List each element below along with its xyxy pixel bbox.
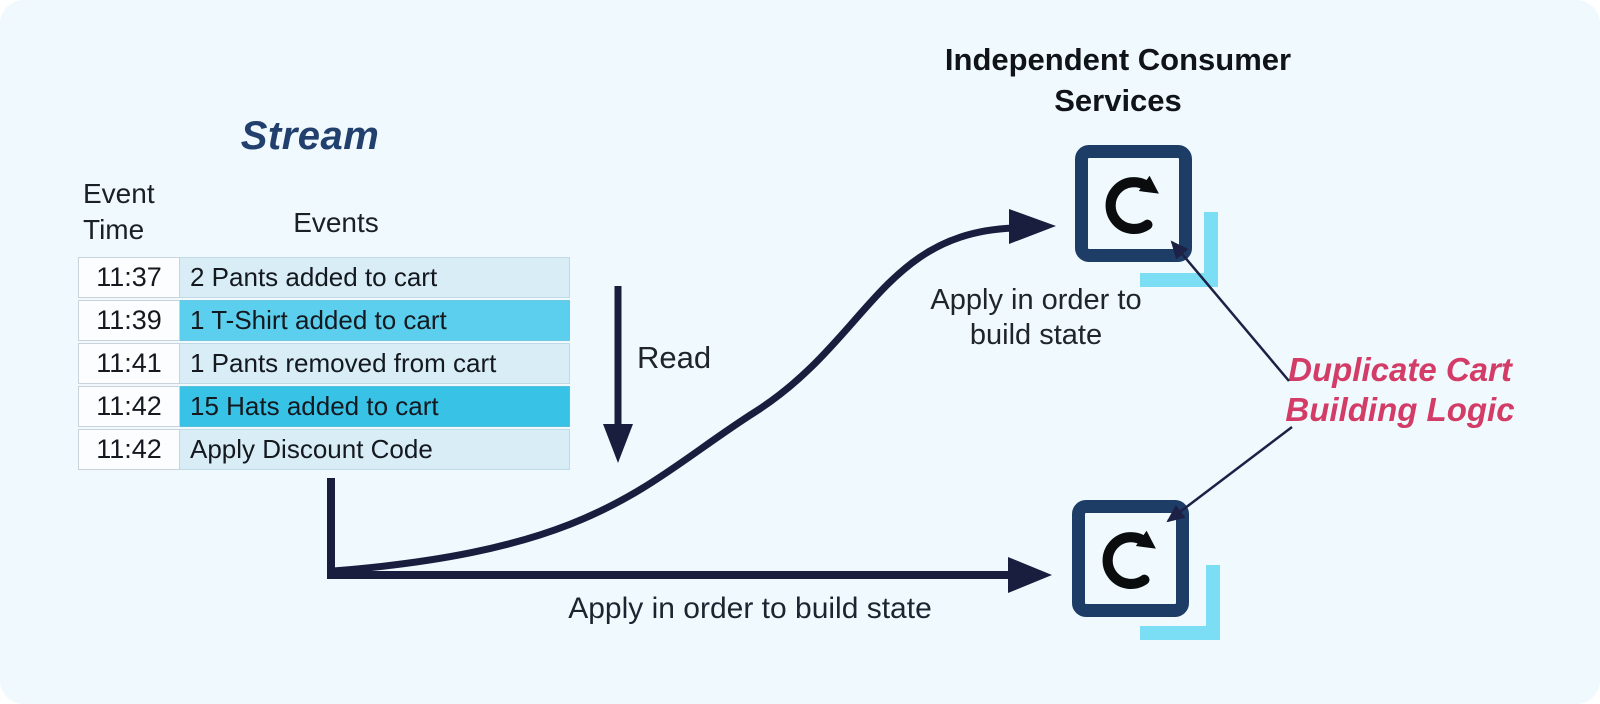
corner-bracket-decoration [1140,565,1220,640]
refresh-icon [1102,530,1156,589]
event-cell: 1 T-Shirt added to cart [180,300,570,341]
event-cell: Apply Discount Code [180,429,570,470]
table-row: 11:42 15 Hats added to cart [78,386,570,427]
read-arrow [603,286,633,463]
read-label: Read [637,340,712,375]
duplicate-cart-building-logic-label: Duplicate Cart Building Logic [1285,351,1515,429]
event-table: 11:37 2 Pants added to cart 11:39 1 T-Sh… [78,257,570,470]
stream-to-bottom-consumer-arrow [327,478,1052,593]
table-row: 11:39 1 T-Shirt added to cart [78,300,570,341]
apply-in-order-label-top: Apply in order to build state [930,284,1142,352]
independent-consumer-services-title: Independent Consumer Services [944,42,1292,118]
event-time-cell: 11:42 [78,429,180,470]
table-row: 11:37 2 Pants added to cart [78,257,570,298]
event-cell: 15 Hats added to cart [180,386,570,427]
apply-in-order-label-bottom: Apply in order to build state [568,592,932,625]
event-time-cell: 11:37 [78,257,180,298]
table-row: 11:41 1 Pants removed from cart [78,343,570,384]
column-header-event-time: Event Time [83,178,155,245]
event-cell: 1 Pants removed from cart [180,343,570,384]
event-time-cell: 11:42 [78,386,180,427]
column-header-events: Events [293,207,379,238]
event-time-cell: 11:41 [78,343,180,384]
stream-title: Stream [240,114,380,158]
event-time-cell: 11:39 [78,300,180,341]
consumer-service-box-top [1075,145,1192,262]
event-cell: 2 Pants added to cart [180,257,570,298]
table-row: 11:42 Apply Discount Code [78,429,570,470]
refresh-icon [1105,175,1159,234]
consumer-service-box-bottom [1072,500,1189,617]
